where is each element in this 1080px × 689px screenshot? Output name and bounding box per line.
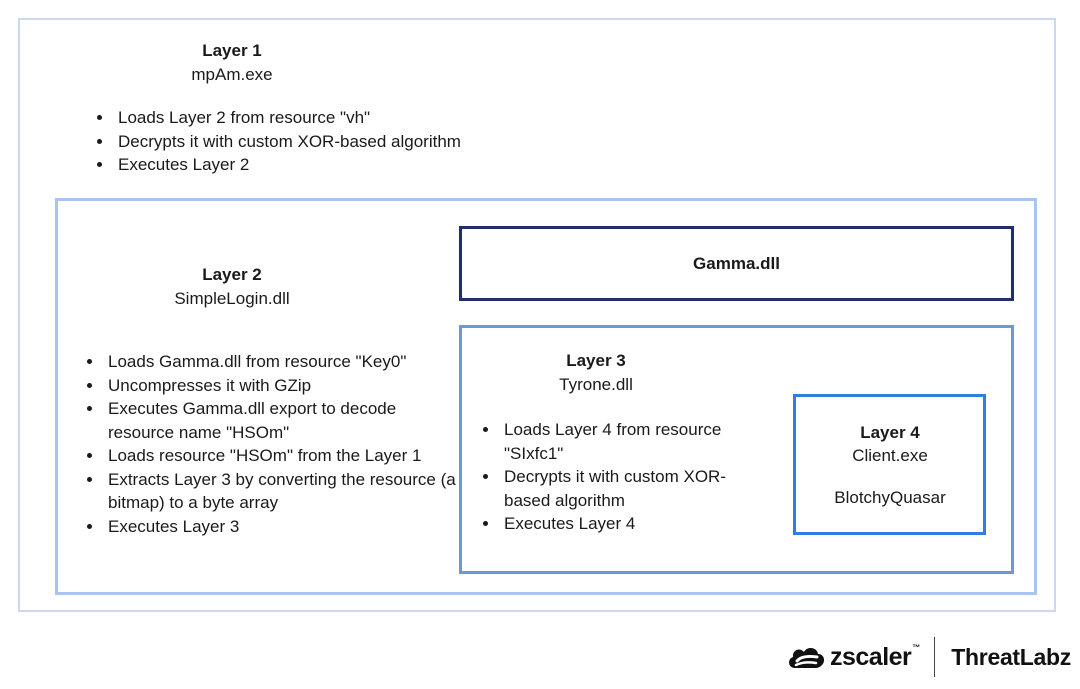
layer1-container [18, 18, 1056, 612]
list-item: Extracts Layer 3 by converting the resou… [104, 468, 464, 515]
layer2-title: Layer 2 [202, 265, 262, 284]
list-item: Executes Layer 4 [500, 512, 770, 536]
threatlabz-logo-text: ThreatLabz [951, 643, 1071, 670]
layer2-steps: Loads Gamma.dll from resource "Key0" Unc… [86, 350, 464, 538]
layer2-container [55, 198, 1037, 595]
list-item: Executes Gamma.dll export to decode reso… [104, 397, 464, 444]
layer3-filename: Tyrone.dll [559, 375, 633, 394]
layer1-steps: Loads Layer 2 from resource "vh" Decrypt… [96, 106, 554, 177]
layer4-title: Layer 4 [860, 423, 920, 442]
layer2-filename: SimpleLogin.dll [174, 289, 290, 308]
gamma-dll-box: Gamma.dll [459, 226, 1014, 301]
list-item: Loads Layer 2 from resource "vh" [114, 106, 554, 130]
layer4-malware-name: BlotchyQuasar [834, 488, 946, 507]
list-item: Loads Layer 4 from resource "SIxfc1" [500, 418, 770, 465]
layer4-filename: Client.exe [852, 446, 928, 465]
logo-divider [933, 637, 936, 677]
list-item: Executes Layer 2 [114, 153, 554, 177]
zscaler-cloud-icon [789, 648, 825, 668]
list-item: Uncompresses it with GZip [104, 374, 464, 398]
layer3-container [459, 325, 1014, 574]
list-item: Executes Layer 3 [104, 515, 464, 539]
zscaler-logo-text: zscaler™ [830, 642, 920, 671]
list-item: Loads Gamma.dll from resource "Key0" [104, 350, 464, 374]
branding: zscaler™ ThreatLabz [786, 636, 1071, 678]
layer3-steps: Loads Layer 4 from resource "SIxfc1" Dec… [482, 418, 770, 536]
list-item: Loads resource "HSOm" from the Layer 1 [104, 444, 464, 468]
layer1-filename: mpAm.exe [191, 65, 273, 84]
list-item: Decrypts it with custom XOR-based algori… [500, 465, 770, 512]
gamma-dll-label: Gamma.dll [693, 253, 780, 273]
layer3-title: Layer 3 [566, 351, 626, 370]
layer4-container [793, 394, 986, 535]
layer1-title: Layer 1 [202, 41, 262, 60]
list-item: Decrypts it with custom XOR-based algori… [114, 130, 554, 154]
